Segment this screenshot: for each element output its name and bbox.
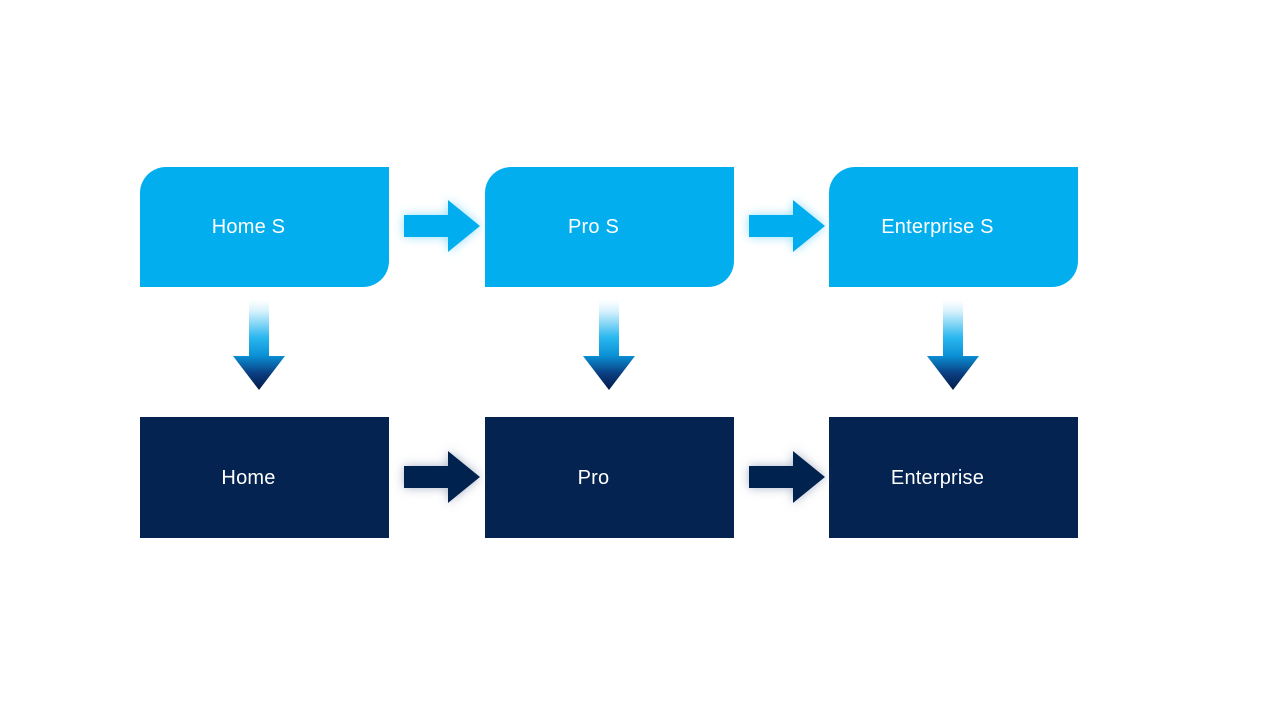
node-enterprise[interactable]: Enterprise: [829, 417, 1078, 538]
node-home-s[interactable]: Home S: [140, 167, 389, 287]
node-label: Enterprise S: [881, 216, 994, 238]
node-label: Home S: [211, 216, 286, 238]
node-home[interactable]: Home: [140, 417, 389, 538]
arrow-home-to-pro: [404, 449, 480, 505]
arrow-home-s-to-home: [228, 300, 290, 392]
node-label: Pro: [577, 466, 610, 489]
arrow-pro-s-to-pro: [578, 300, 640, 392]
arrow-enterprise-s-to-enterprise: [922, 300, 984, 392]
arrow-home-s-to-pro-s: [404, 198, 480, 254]
node-label: Enterprise: [890, 466, 985, 489]
node-label: Home: [221, 466, 276, 489]
node-enterprise-s[interactable]: Enterprise S: [829, 167, 1078, 287]
arrow-pro-to-enterprise: [749, 449, 825, 505]
node-pro[interactable]: Pro: [485, 417, 734, 538]
node-pro-s[interactable]: Pro S: [485, 167, 734, 287]
node-label: Pro S: [567, 216, 620, 238]
arrow-pro-s-to-enterprise-s: [749, 198, 825, 254]
